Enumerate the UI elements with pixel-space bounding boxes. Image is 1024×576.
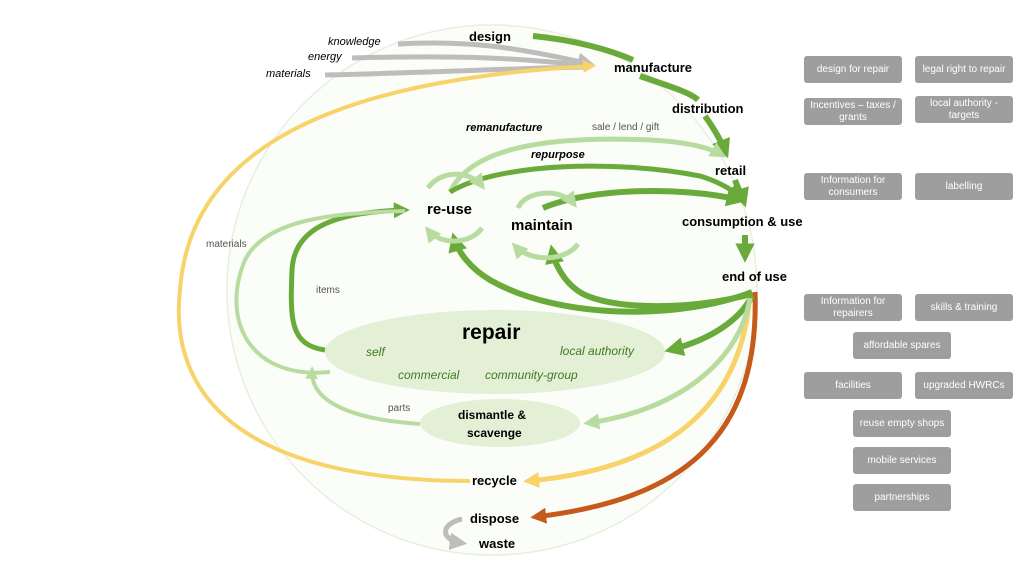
end-of-use-node: end of use xyxy=(722,269,788,284)
knowledge-arrow xyxy=(397,40,596,70)
manufacture-node: manufacture xyxy=(614,60,693,75)
dismantle-ellipse xyxy=(420,399,580,447)
enabler-labelling: labelling xyxy=(915,173,1013,200)
enabler-reuse-empty-shops: reuse empty shops xyxy=(853,410,951,437)
remanufacture-label: remanufacture xyxy=(466,122,543,134)
enabler-legal-right-to-repair: legal right to repair xyxy=(915,56,1013,83)
enabler-skills-training: skills & training xyxy=(915,294,1013,321)
end-to-maintain-arrow xyxy=(545,244,753,310)
recycle-node: recycle xyxy=(472,473,517,488)
remanufacture-arrow xyxy=(447,136,727,194)
design-node: design xyxy=(469,29,511,44)
sale-lend-gift-label: sale / lend / gift xyxy=(592,122,660,133)
recycle-materials-loop xyxy=(176,60,596,483)
enabler-information-for-repairers: Information for repairers xyxy=(804,294,902,321)
manufacture-to-distribution-arrow xyxy=(638,73,701,103)
distribution-node: distribution xyxy=(672,101,744,116)
items-label: items xyxy=(316,285,340,296)
waste-node: waste xyxy=(479,536,516,551)
enabler-facilities: facilities xyxy=(804,372,902,399)
reuse-loop-top xyxy=(425,171,485,190)
enabler-affordable-spares: affordable spares xyxy=(853,332,951,359)
energy-label: energy xyxy=(308,51,342,63)
repair-local-authority-label: local authority xyxy=(560,344,635,358)
dismantle-node-line1: dismantle & xyxy=(458,408,527,422)
background-circle xyxy=(226,24,758,556)
dismantle-to-repair-parts-arrow xyxy=(305,366,421,426)
enabler-design-for-repair: design for repair xyxy=(804,56,902,83)
retail-node: retail xyxy=(715,163,747,178)
repair-node: repair xyxy=(462,321,521,344)
design-to-manufacture-arrow xyxy=(532,33,635,63)
knowledge-label: knowledge xyxy=(328,36,381,48)
enabler-mobile-services: mobile services xyxy=(853,447,951,474)
enabler-incentives: Incentives – taxes / grants xyxy=(804,98,902,125)
enabler-upgraded-hwrcs: upgraded HWRCs xyxy=(915,372,1013,399)
enabler-local-authority-targets: local authority - targets xyxy=(915,96,1013,123)
maintain-loop-bottom xyxy=(511,242,581,261)
repair-self-label: self xyxy=(366,345,385,359)
repair-commercial-label: commercial xyxy=(398,368,460,382)
energy-arrow xyxy=(351,54,591,69)
reuse-node: re-use xyxy=(427,201,473,218)
enabler-information-for-consumers: Information for consumers xyxy=(804,173,902,200)
materials-input-label: materials xyxy=(266,68,311,80)
repair-outer-loop-arrow xyxy=(234,209,406,375)
maintain-node: maintain xyxy=(511,217,573,234)
end-to-dispose-arrow xyxy=(530,291,758,524)
maintain-loop-top xyxy=(515,190,577,210)
materials-flow-label: materials xyxy=(206,239,247,250)
repair-community-group-label: community-group xyxy=(485,368,578,382)
dismantle-node-line2: scavenge xyxy=(467,426,522,440)
repurpose-arrow xyxy=(448,163,744,199)
end-to-dismantle-arrow xyxy=(583,297,753,430)
consumption-node: consumption & use xyxy=(682,214,803,229)
end-to-recycle-arrow xyxy=(523,294,753,488)
repair-ellipse xyxy=(325,310,665,394)
dispose-to-waste-arrow xyxy=(443,516,468,551)
dispose-node: dispose xyxy=(470,511,520,526)
enabler-partnerships: partnerships xyxy=(853,484,951,511)
reuse-loop-bottom xyxy=(424,226,485,244)
parts-label: parts xyxy=(388,403,411,414)
repurpose-label: repurpose xyxy=(531,149,585,161)
